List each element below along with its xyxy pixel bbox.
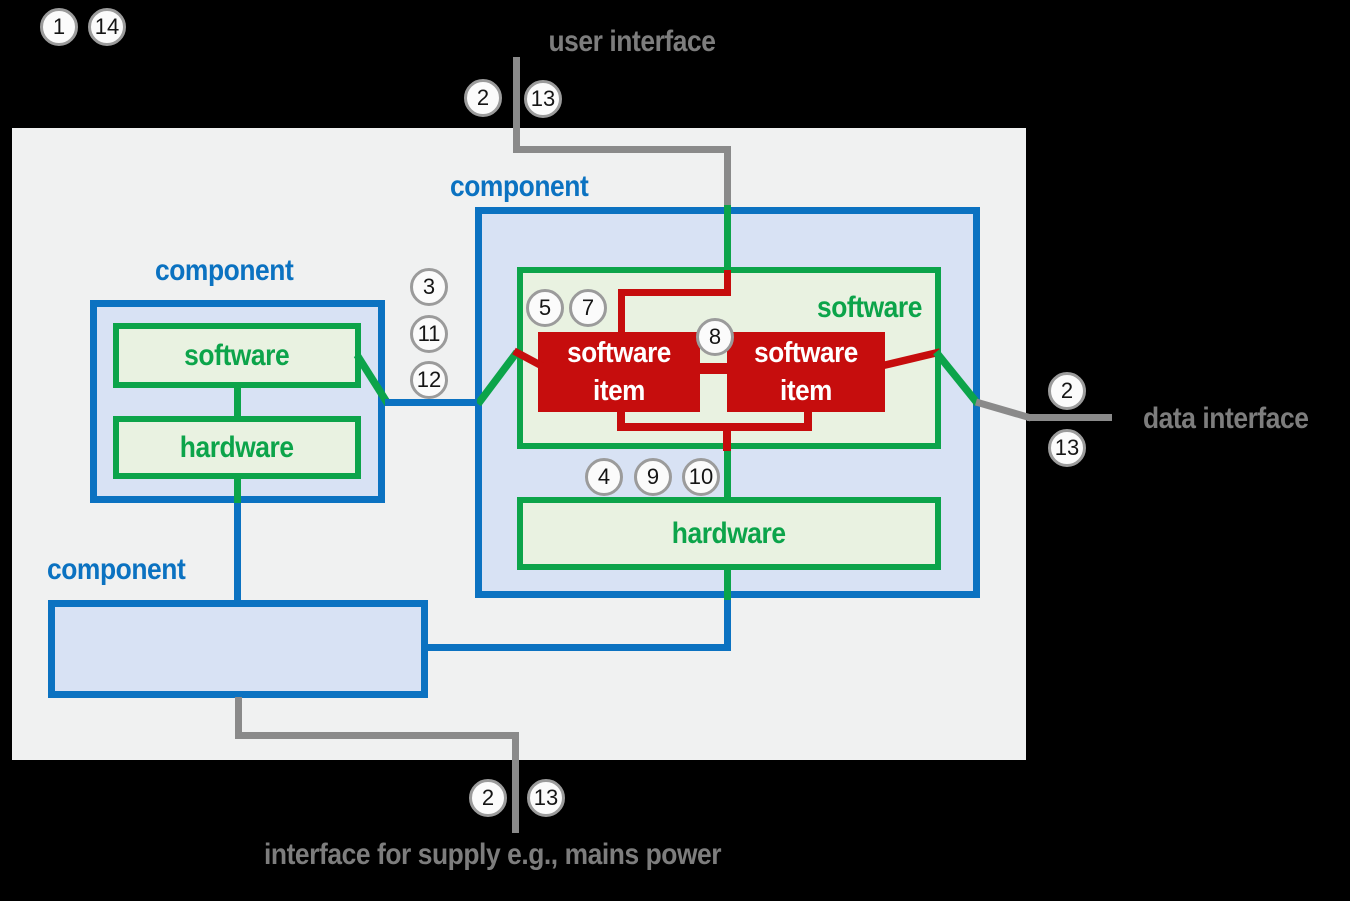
component-label-main: component [450,170,589,203]
supply-interface-label: interface for supply e.g., mains power [264,838,722,871]
ui-entry-line-green [724,205,731,272]
hardware-box-main: hardware [517,497,941,570]
software-box-left: software [113,323,361,388]
item-link-bottom-v1 [617,410,625,430]
ui-entry-line-red-h [618,289,731,296]
badge-1: 1 [40,8,78,46]
item-link-bottom-h [617,423,812,431]
item-to-hardware-red [723,423,731,451]
data-interface-label: data interface [1143,402,1309,435]
component-box-bottom [48,600,428,698]
badge-9: 9 [634,458,672,496]
badge-4: 4 [585,458,623,496]
software-item-box-1: software item [538,332,700,412]
badge-sp-2: 2 [469,779,507,817]
data-interface-line-h [1027,414,1112,421]
ui-entry-line-red-v1 [724,270,731,296]
left-to-bottom-v [234,503,241,600]
hardware-label-main: hardware [672,516,786,550]
badge-3: 3 [410,268,448,306]
software-label-main: software [816,291,922,324]
user-interface-line-h [513,146,731,153]
hardware-label-left: hardware [180,430,294,464]
badge-ui-13: 13 [524,80,562,118]
badge-8: 8 [696,318,734,356]
user-interface-line-v2 [724,146,731,207]
hw-exit-green-main [724,570,731,602]
badge-11: 11 [410,315,448,353]
badge-di-2: 2 [1048,372,1086,410]
software-item-label-1: software item [567,337,671,407]
supply-line-v2 [512,732,519,833]
hardware-box-left: hardware [113,416,361,479]
item-link-mid [698,363,727,374]
component-label-bottom: component [47,553,186,586]
badge-12: 12 [410,361,448,399]
badge-10: 10 [682,458,720,496]
component-label-left: component [155,254,294,287]
user-interface-label: user interface [548,25,716,58]
main-to-bottom-h [428,644,731,651]
software-item-box-2: software item [727,332,885,412]
badge-7: 7 [569,289,607,327]
badge-5: 5 [526,289,564,327]
left-to-main-h [385,399,477,406]
sw-hw-link-main [724,449,731,499]
item-link-bottom-v2 [804,410,812,430]
software-label-left: software [184,338,290,372]
badge-di-13: 13 [1048,429,1086,467]
sw-hw-link-left [234,388,241,417]
badge-14: 14 [88,8,126,46]
supply-line-h [235,732,519,739]
supply-line-v1 [235,697,242,739]
hw-exit-blue-main [724,600,731,651]
software-item-label-2: software item [754,337,858,407]
badge-ui-2: 2 [464,79,502,117]
ui-entry-line-red-v2 [618,289,625,332]
user-interface-line-v1 [513,57,520,150]
hw-exit-green-left [234,478,241,505]
badge-sp-13: 13 [527,779,565,817]
